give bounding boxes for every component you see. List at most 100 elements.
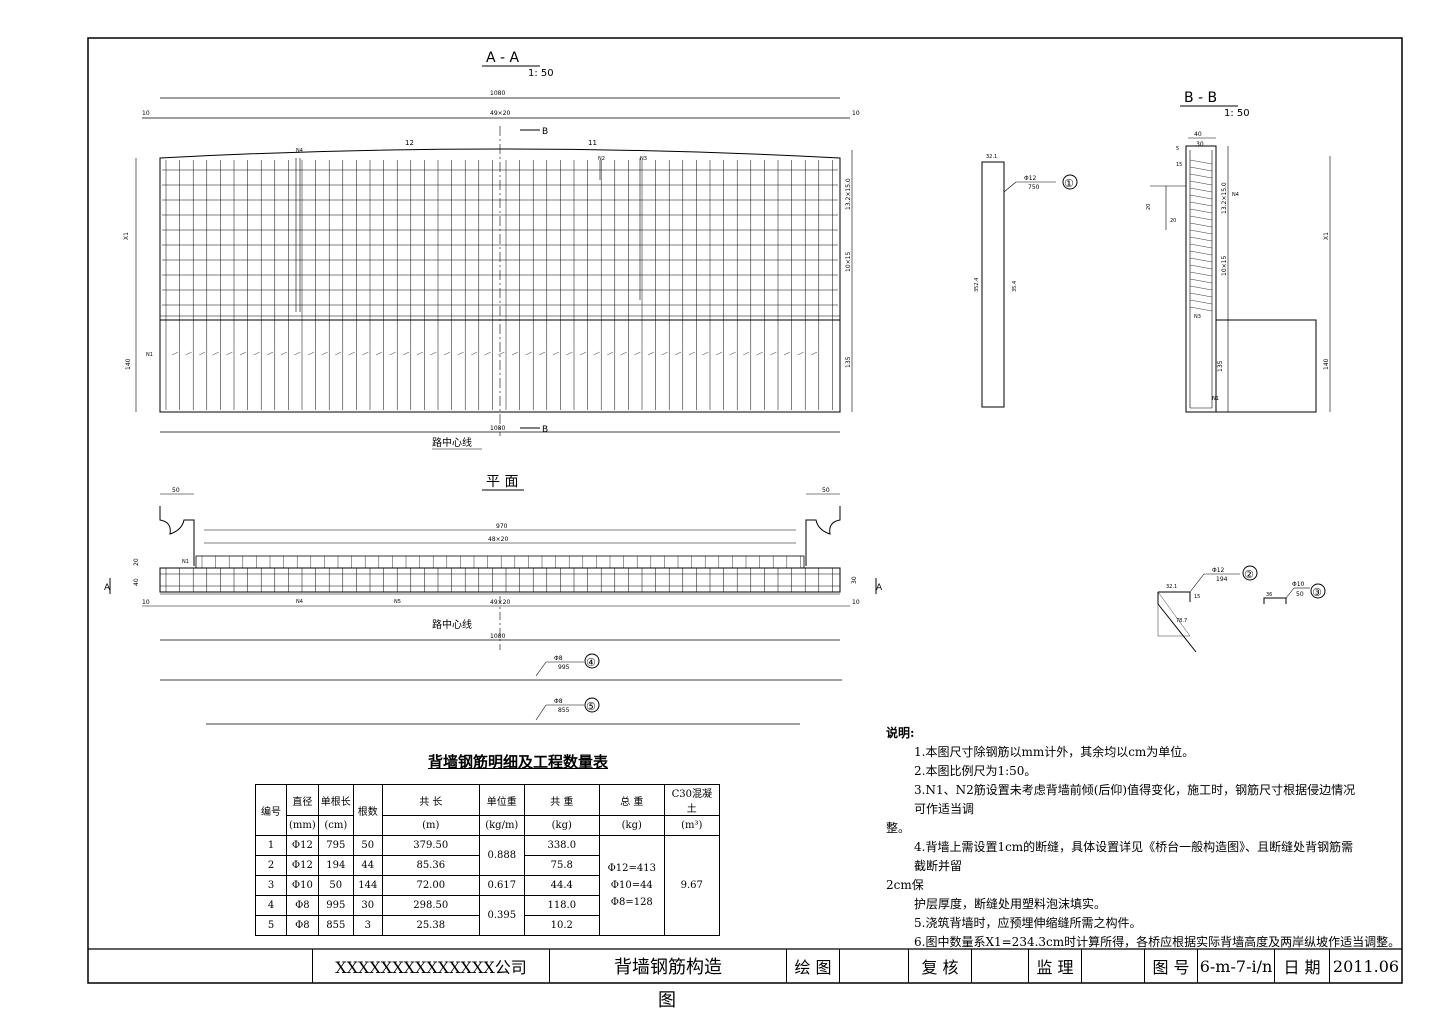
cell: 338.0	[523, 835, 600, 856]
sheet-frame	[87, 37, 1403, 984]
bb-stirrups	[1189, 159, 1213, 312]
cell: 995	[317, 895, 354, 916]
dim-left-x1: X1	[123, 232, 130, 240]
n1-hook	[607, 351, 614, 356]
cell: 72.00	[381, 875, 480, 896]
quantity-table: 编号 直径 单根长 根数 共 长 单位重 共 重 总 重 C30混凝土 (mm)…	[255, 784, 720, 936]
view-plan: 平 面 50 50 970 48×20 N1 N4 N5 A A 40 20 3…	[104, 474, 883, 650]
n1-hook	[362, 351, 369, 356]
bar-4-detail: Φ8 995 ④	[160, 653, 842, 681]
n1-hook	[294, 351, 301, 356]
note-line: 整。	[886, 821, 911, 835]
bb-label-n4: N4	[1232, 192, 1239, 198]
draw-value	[839, 949, 908, 983]
dim-plan-20: 20	[133, 558, 140, 566]
bar-1-detail: 32.1 352.4 35.4 Φ12 750 ①	[974, 154, 1078, 408]
view-aa-title: A - A	[486, 50, 520, 66]
note-line: 3.N1、N2筋设置未考虑背墙前倾(后仰)值得变化，施工时，钢筋尺寸根据侵边情况…	[914, 783, 1356, 816]
bar2-id: ②	[1244, 568, 1254, 581]
table-unit-row: (mm) (cm) (m) (kg/m) (kg) (kg) (m³)	[256, 815, 720, 836]
cell-total-weights: Φ12=413 Φ10=44 Φ8=128	[598, 835, 665, 936]
cell: 44.4	[523, 875, 600, 896]
dim-right-spacing2: 10×15	[845, 252, 852, 272]
fig-no: 6-m-7-i/n	[1197, 949, 1274, 983]
cell-unit-w-8: 0.395	[478, 895, 525, 936]
th-sum-w: 总 重	[598, 784, 665, 816]
cell: Φ10	[286, 875, 319, 896]
n1-hook	[552, 351, 559, 356]
title-block: XXXXXXXXXXXXXX公司 背墙钢筋构造 绘 图 复 核 监 理 图 号 …	[88, 949, 1402, 983]
n1-hook	[199, 351, 206, 356]
n1-hook	[171, 351, 179, 356]
bar1-id: ①	[1064, 177, 1074, 190]
n1-hook	[743, 351, 750, 356]
cell: 30	[352, 895, 383, 916]
cell: 1	[255, 835, 287, 856]
cell: Φ8	[286, 895, 319, 916]
cell: 298.50	[381, 895, 480, 916]
cell: 379.50	[381, 835, 480, 856]
bb-stirrup	[1189, 229, 1213, 235]
bar1-len: 750	[1028, 184, 1040, 191]
note-line: 1.本图尺寸除钢筋以mm计外，其余均以cm为单位。	[914, 745, 1195, 759]
check-value	[971, 949, 1028, 983]
dim-top-1080: 1080	[490, 90, 505, 97]
bb-stirrup	[1189, 264, 1213, 270]
bar-2-detail: 32.1 78.7 15 Φ12 194 ②	[1157, 565, 1258, 653]
view-aa-scale: 1: 50	[528, 68, 554, 79]
bar1-dia: Φ12	[1024, 175, 1037, 182]
bar3-len: 50	[1296, 591, 1304, 598]
cell-unit-w-12: 0.888	[478, 835, 525, 876]
unit-concrete: (m³)	[663, 815, 720, 836]
n1-hook	[471, 351, 478, 356]
bb-dim-40: 40	[1194, 131, 1202, 138]
table-row: 3 Φ10 50 144 72.00 0.617 44.4	[255, 875, 720, 896]
cell: 2	[255, 855, 287, 876]
notes-heading: 说明:	[886, 726, 915, 740]
centerline-label-aa: 路中心线	[432, 436, 472, 449]
bar2-dim-15: 15	[1194, 594, 1200, 600]
bar-3-detail: 36 Φ10 50 ③	[1263, 581, 1326, 604]
bb-stirrup	[1189, 236, 1213, 242]
n1-hook	[375, 351, 383, 356]
n1-hook	[335, 351, 342, 356]
bb-dim-5: 5	[1176, 146, 1179, 152]
bb-stirrup	[1189, 173, 1213, 179]
th-concrete: C30混凝土	[663, 784, 720, 816]
aa-rebar-grid	[162, 158, 838, 410]
cell: 75.8	[523, 855, 600, 876]
bb-stirrup	[1189, 271, 1213, 277]
dim-top-10-left: 10	[142, 110, 150, 117]
unit-total-w: (kg)	[523, 815, 600, 836]
n1-hook	[498, 351, 505, 356]
dim-plan-40: 40	[133, 578, 140, 586]
bar5-len: 855	[558, 707, 570, 714]
n1-hook	[307, 351, 315, 356]
cell: 3	[255, 875, 287, 896]
bar4-id: ④	[586, 656, 596, 669]
bb-label-n3: N3	[1194, 314, 1201, 320]
n1-hook	[185, 351, 192, 356]
company-name: XXXXXXXXXXXXXX公司	[312, 949, 549, 983]
draw-label: 绘 图	[786, 949, 839, 983]
n1-hook	[321, 351, 328, 356]
bb-stirrup	[1189, 257, 1213, 263]
dim-plan-1080: 1080	[490, 633, 505, 640]
table-row: 5 Φ8 855 3 25.38 10.2	[255, 915, 720, 936]
label-n1-aa: N1	[146, 352, 153, 358]
n1-hook	[566, 351, 573, 356]
bb-dim-20b: 20	[1170, 218, 1176, 224]
bar3-id: ③	[1312, 586, 1322, 599]
n1-hook	[579, 351, 587, 356]
unit-total-len: (m)	[381, 815, 480, 836]
dim-plan-50-left: 50	[172, 487, 180, 494]
dim-top-49x20: 49×20	[490, 110, 510, 117]
unit-sum-w: (kg)	[598, 815, 665, 836]
n1-hook	[457, 351, 464, 356]
n1-hook	[729, 351, 736, 356]
n1-hook	[539, 351, 546, 356]
cell-unit-w-10: 0.617	[478, 875, 525, 896]
bb-stirrup	[1189, 194, 1213, 200]
bb-dim-20: 20	[1146, 204, 1152, 210]
bar4-dia: Φ8	[554, 655, 563, 662]
